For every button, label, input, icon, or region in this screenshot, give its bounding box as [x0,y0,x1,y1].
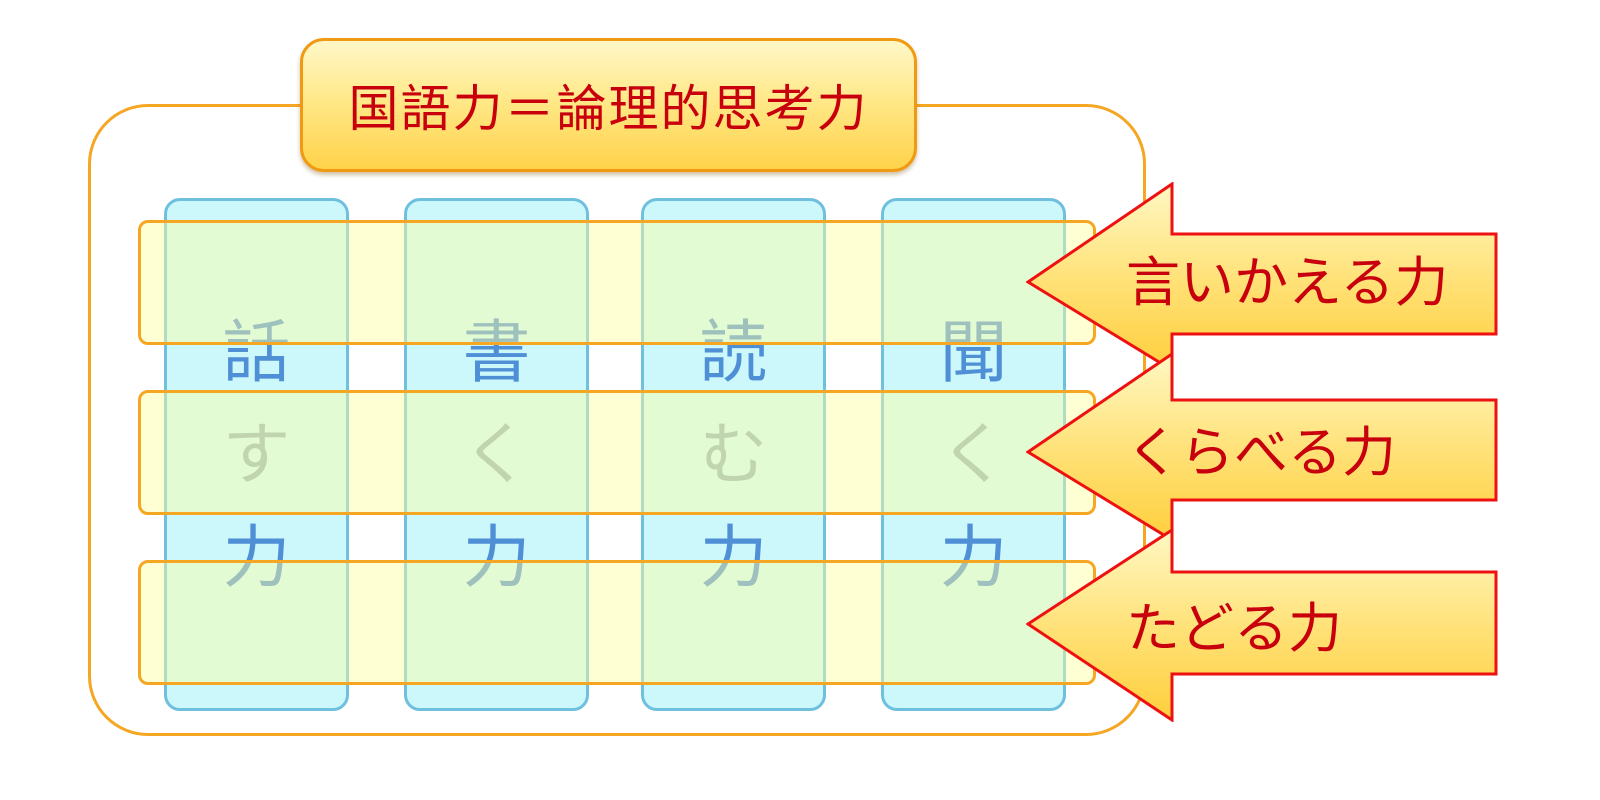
arrow-tadoru: たどる力 [1026,528,1498,722]
arrow-label: たどる力 [1126,596,1342,660]
left-arrow-shape [1026,528,1498,722]
title-box: 国語力＝論理的思考力 [300,38,917,172]
column-hanasu [164,198,349,711]
arrow-iikaeru: 言いかえる力 [1026,182,1498,372]
column-char: 話 [222,314,291,393]
column-char: む [699,416,768,495]
column-char: く [939,416,1008,495]
column-char: 聞 [939,314,1008,393]
row-band-3 [138,560,1096,685]
row-band-2 [138,390,1096,515]
column-char: 書 [462,314,531,393]
column-char: す [222,416,291,495]
diagram-title: 国語力＝論理的思考力 [348,80,869,138]
arrow-label: くらべる力 [1126,420,1396,484]
column-char: 力 [222,519,291,598]
column-char: 力 [939,519,1008,598]
arrow-label: 言いかえる力 [1126,250,1449,314]
column-char: く [462,416,531,495]
column-char: 力 [462,519,531,598]
column-char: 読 [699,314,768,393]
column-char: 力 [699,519,768,598]
column-yomu [641,198,826,711]
column-kaku [404,198,589,711]
arrow-kuraberu: くらべる力 [1026,352,1498,542]
row-band-1 [138,220,1096,345]
